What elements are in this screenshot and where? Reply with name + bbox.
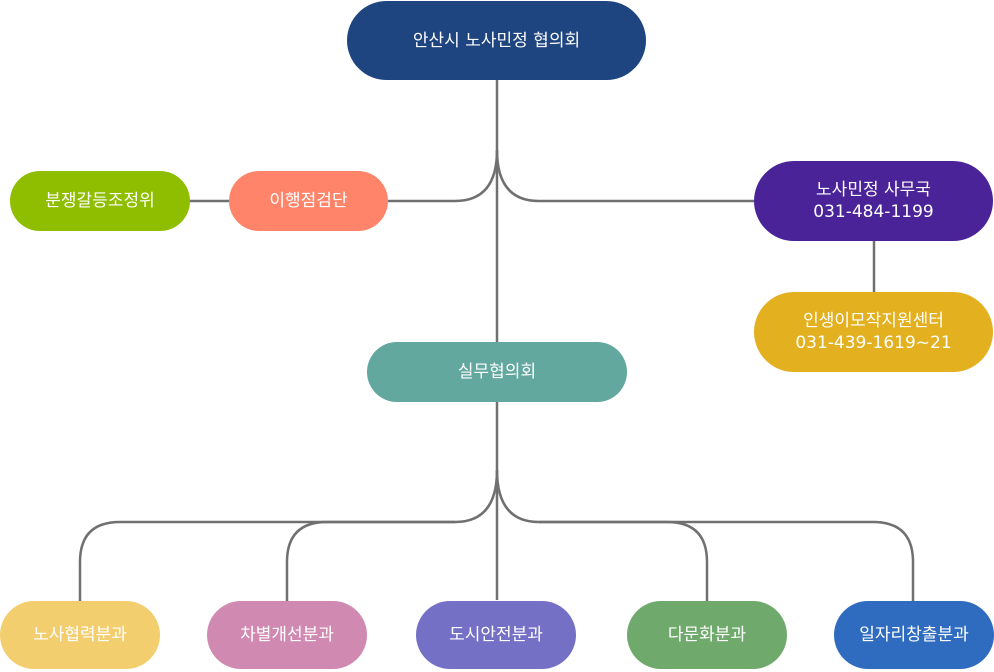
secretariat-label: 노사민정 사무국 [816,180,931,200]
connector-sub-4 [495,469,915,601]
dispute-node[interactable]: 분쟁갈등조정위 [10,171,190,231]
connector-sub-2 [285,520,455,601]
connector-sub-1 [78,469,499,601]
connector-left-upper [388,149,499,203]
subcommittee-labor[interactable]: 노사협력분과 [0,601,160,669]
subcommittee-jobs[interactable]: 일자리창출분과 [834,601,994,669]
council-label: 안산시 노사민정 협의회 [412,30,581,51]
working-label: 실무협의회 [457,362,537,382]
council-node[interactable]: 안산시 노사민정 협의회 [347,1,646,80]
center-node[interactable]: 인생이모작지원센터 031-439-1619~21 [754,292,993,372]
connector-sub-4b [539,520,709,601]
secretariat-phone: 031-484-1199 [813,202,934,222]
dispute-label: 분쟁갈등조정위 [45,191,155,211]
subcommittee-label: 다문화분과 [667,625,747,645]
center-label: 인생이모작지원센터 [803,311,944,331]
subcommittee-safety[interactable]: 도시안전분과 [416,601,576,669]
subcommittee-label: 일자리창출분과 [859,625,969,645]
connector-right-upper [495,149,754,203]
subcommittee-discrimination[interactable]: 차별개선분과 [207,601,367,669]
inspection-node[interactable]: 이행점검단 [229,171,388,231]
working-node[interactable]: 실무협의회 [367,342,627,402]
subcommittee-label: 노사협력분과 [33,625,127,645]
secretariat-node[interactable]: 노사민정 사무국 031-484-1199 [754,161,993,241]
inspection-label: 이행점검단 [269,191,348,211]
subcommittee-multicultural[interactable]: 다문화분과 [627,601,787,669]
subcommittee-label: 도시안전분과 [449,625,543,645]
center-phone: 031-439-1619~21 [795,333,952,353]
subcommittee-label: 차별개선분과 [240,625,334,645]
